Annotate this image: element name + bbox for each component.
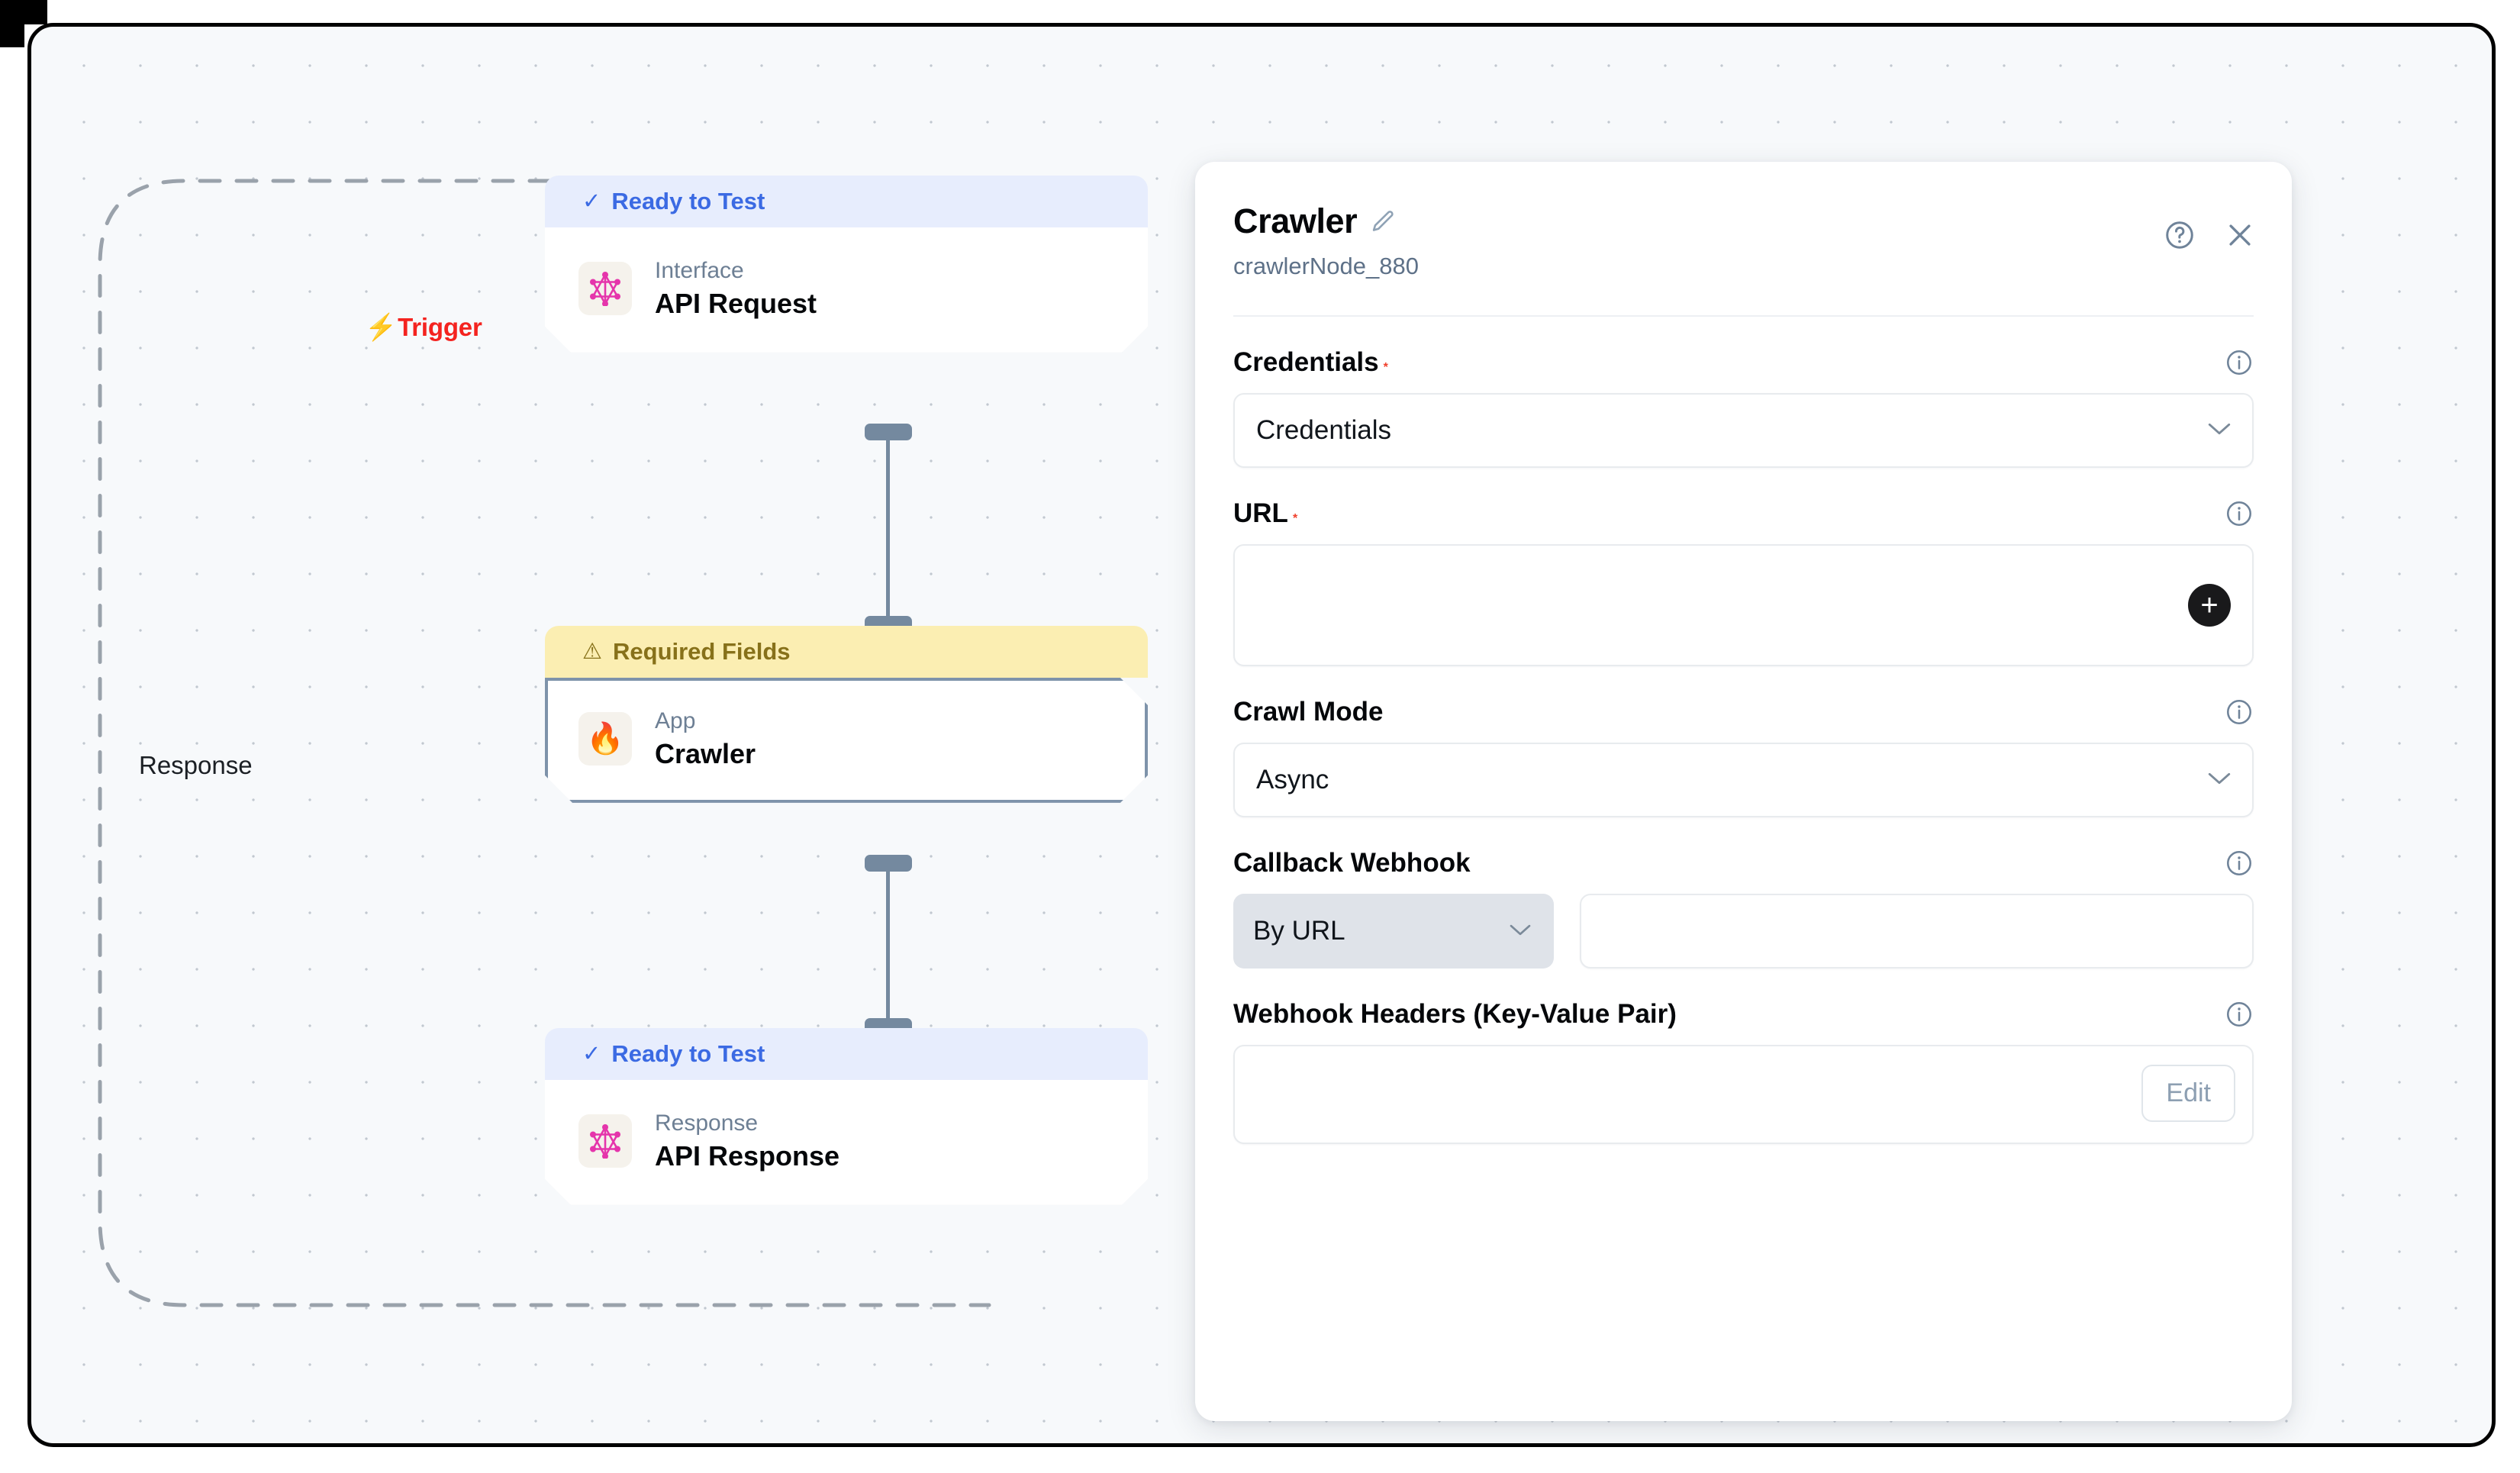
info-circle-icon[interactable]	[2225, 348, 2254, 377]
required-asterisk: *	[1383, 361, 1388, 374]
edit-button[interactable]: Edit	[2141, 1065, 2235, 1122]
graphql-icon	[578, 1114, 632, 1168]
plus-icon[interactable]: +	[2188, 584, 2231, 627]
field-webhook-headers: Webhook Headers (Key-Value Pair) Edit	[1233, 999, 2254, 1144]
url-list-box[interactable]: +	[1233, 544, 2254, 666]
field-label: Webhook Headers (Key-Value Pair)	[1233, 999, 1677, 1029]
node-link-line	[886, 865, 890, 1047]
response-label: Response	[139, 751, 253, 779]
node-status-text: Ready to Test	[611, 188, 765, 214]
field-header: Callback Webhook	[1233, 848, 2254, 878]
trigger-label: ⚡ Trigger	[365, 313, 482, 342]
close-icon[interactable]	[2223, 218, 2257, 252]
node-kind-label: App	[655, 708, 696, 733]
field-label: URL	[1233, 498, 1288, 528]
callback-mode-value: By URL	[1253, 916, 1345, 946]
field-header: URL *	[1233, 498, 2254, 529]
field-label-wrap: URL *	[1233, 498, 1297, 529]
info-circle-icon[interactable]	[2225, 698, 2254, 727]
field-header: Crawl Mode	[1233, 697, 2254, 727]
callback-mode-select[interactable]: By URL	[1233, 894, 1554, 969]
node-status-banner-ready: ✓ Ready to Test	[545, 176, 1148, 227]
field-header: Webhook Headers (Key-Value Pair)	[1233, 999, 2254, 1030]
panel-form: Credentials * Credentials	[1195, 347, 2292, 1144]
required-asterisk: *	[1292, 512, 1298, 525]
flame-emoji: 🔥	[586, 721, 624, 756]
panel-divider	[1233, 315, 2254, 317]
info-circle-icon[interactable]	[2225, 499, 2254, 528]
callback-webhook-row: By URL	[1233, 894, 2254, 969]
node-output-handle[interactable]	[865, 855, 912, 872]
node-link-line	[886, 434, 890, 625]
pencil-icon[interactable]	[1371, 209, 1396, 234]
node-kind-label: Response	[655, 1110, 759, 1136]
field-url: URL * +	[1233, 498, 2254, 666]
node-crawler[interactable]: ⚠ Required Fields 🔥 App Crawler	[545, 626, 1148, 803]
node-card-body[interactable]: Interface API Request	[545, 227, 1148, 353]
trigger-label-text: Trigger	[398, 313, 482, 341]
panel-title-row: Crawler	[1233, 201, 2249, 241]
field-header: Credentials *	[1233, 347, 2254, 378]
field-label: Crawl Mode	[1233, 697, 1384, 727]
callback-webhook-input[interactable]	[1580, 894, 2254, 969]
node-status-banner-warning: ⚠ Required Fields	[545, 626, 1148, 678]
node-card-body[interactable]: Response API Response	[545, 1080, 1148, 1205]
node-config-panel[interactable]: Crawler crawlerNode_880	[1195, 162, 2292, 1421]
question-circle-icon[interactable]	[2164, 219, 2196, 251]
field-label: Credentials	[1233, 347, 1379, 377]
field-callback-webhook: Callback Webhook By URL	[1233, 848, 2254, 969]
check-icon: ✓	[582, 1041, 601, 1066]
credentials-select-value: Credentials	[1256, 415, 1392, 445]
node-title-label: API Response	[655, 1139, 840, 1172]
field-label: Callback Webhook	[1233, 848, 1471, 878]
chevron-down-icon	[2206, 769, 2232, 791]
panel-node-id: crawlerNode_880	[1233, 253, 1419, 279]
node-api-response[interactable]: ✓ Ready to Test	[545, 1028, 1148, 1205]
node-status-banner-ready: ✓ Ready to Test	[545, 1028, 1148, 1080]
flame-icon: 🔥	[578, 712, 632, 766]
check-icon: ✓	[582, 189, 601, 214]
info-circle-icon[interactable]	[2225, 1000, 2254, 1029]
panel-header: Crawler crawlerNode_880	[1195, 162, 2292, 280]
field-label-wrap: Credentials *	[1233, 347, 1388, 378]
chevron-down-icon	[2206, 419, 2232, 442]
field-credentials: Credentials * Credentials	[1233, 347, 2254, 468]
node-kind-label: Interface	[655, 258, 744, 283]
field-crawl-mode: Crawl Mode Async	[1233, 697, 2254, 817]
chevron-down-icon	[1508, 920, 1532, 943]
node-status-text: Required Fields	[613, 638, 791, 665]
node-card-body-selected[interactable]: 🔥 App Crawler	[545, 678, 1148, 803]
node-title-label: Crawler	[655, 737, 756, 769]
node-title-label: API Request	[655, 287, 817, 319]
credentials-select[interactable]: Credentials	[1233, 393, 2254, 468]
node-api-request[interactable]: ✓ Ready to Test	[545, 176, 1148, 353]
workflow-canvas[interactable]: ⚡ Trigger Response ✓ Ready to Test	[27, 23, 2496, 1447]
lightning-bolt-icon: ⚡	[365, 313, 398, 342]
panel-actions	[2164, 218, 2257, 252]
warning-triangle-icon: ⚠	[582, 639, 602, 664]
panel-title: Crawler	[1233, 201, 1358, 240]
webhook-headers-box[interactable]: Edit	[1233, 1045, 2254, 1144]
info-circle-icon[interactable]	[2225, 849, 2254, 878]
node-status-text: Ready to Test	[611, 1040, 765, 1067]
graphql-icon	[578, 262, 632, 315]
crawl-mode-select-value: Async	[1256, 765, 1329, 795]
node-output-handle[interactable]	[865, 424, 912, 440]
crawl-mode-select[interactable]: Async	[1233, 743, 2254, 817]
